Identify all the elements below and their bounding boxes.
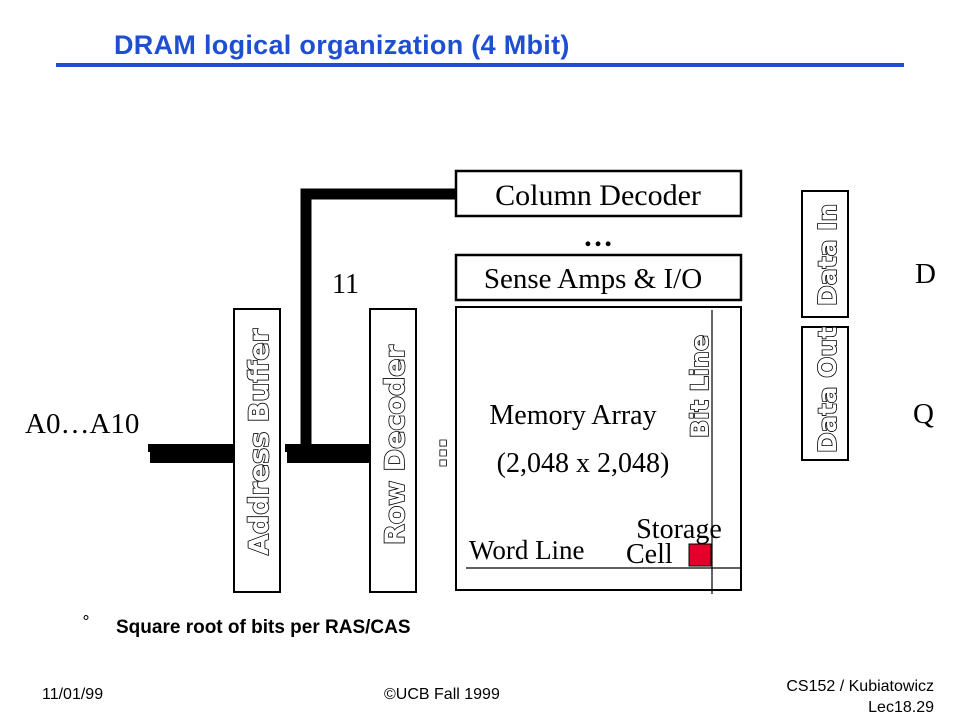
row-decoder-box bbox=[369, 308, 417, 593]
bullet-marker: ° bbox=[82, 612, 90, 631]
footer-course-name: CS152 / Kubiatowicz bbox=[786, 678, 934, 695]
row-decoder-label: Row Decoder bbox=[380, 344, 411, 545]
word-line-label: Word Line bbox=[469, 535, 585, 565]
storage-cell-label-2: Cell bbox=[626, 539, 673, 570]
row-address-bus-tick bbox=[285, 444, 288, 452]
address-input-bus-tick bbox=[148, 444, 151, 452]
footer-date: 11/01/99 bbox=[42, 686, 104, 703]
bit-line-label: Bit Line bbox=[686, 335, 714, 438]
memory-array-size: (2,048 x 2,048) bbox=[497, 448, 670, 479]
sense-amps-box bbox=[454, 253, 743, 302]
address-buffer-box bbox=[233, 308, 281, 593]
address-input-label: A0…A10 bbox=[25, 408, 139, 440]
sense-amps-label: Sense Amps & I/O bbox=[484, 263, 702, 295]
row-address-bus bbox=[287, 444, 370, 463]
column-ellipsis: … bbox=[583, 220, 613, 253]
data-in-label: Data In bbox=[813, 204, 842, 306]
address-buffer-label: Address Buffer bbox=[244, 328, 275, 555]
address-input-bus bbox=[150, 444, 235, 463]
storage-cell-label-1: Storage bbox=[636, 514, 722, 545]
footer-lecture-number: Lec18.29 bbox=[868, 699, 934, 716]
data-q-label: Q bbox=[913, 398, 934, 430]
footer-course: CS152 / Kubiatowicz Lec18.29 bbox=[786, 676, 934, 718]
memory-array-label: Memory Array bbox=[489, 400, 656, 431]
data-d-label: D bbox=[915, 258, 936, 290]
address-bit-count: 11 bbox=[332, 269, 359, 300]
slide-title: DRAM logical organization (4 Mbit) bbox=[114, 30, 570, 60]
bullet-text: Square root of bits per RAS/CAS bbox=[116, 617, 411, 638]
column-address-bus bbox=[300, 188, 456, 449]
storage-cell bbox=[688, 543, 712, 567]
column-decoder-box bbox=[454, 169, 743, 218]
data-out-label: Data Out bbox=[813, 327, 842, 453]
title-underline bbox=[56, 63, 904, 67]
data-in-box bbox=[801, 190, 849, 318]
footer-copyright: ©UCB Fall 1999 bbox=[384, 686, 500, 703]
memory-array-box bbox=[455, 306, 742, 591]
column-decoder-label: Column Decoder bbox=[495, 179, 701, 212]
data-out-box bbox=[801, 326, 849, 461]
row-ellipsis: … bbox=[419, 438, 454, 468]
